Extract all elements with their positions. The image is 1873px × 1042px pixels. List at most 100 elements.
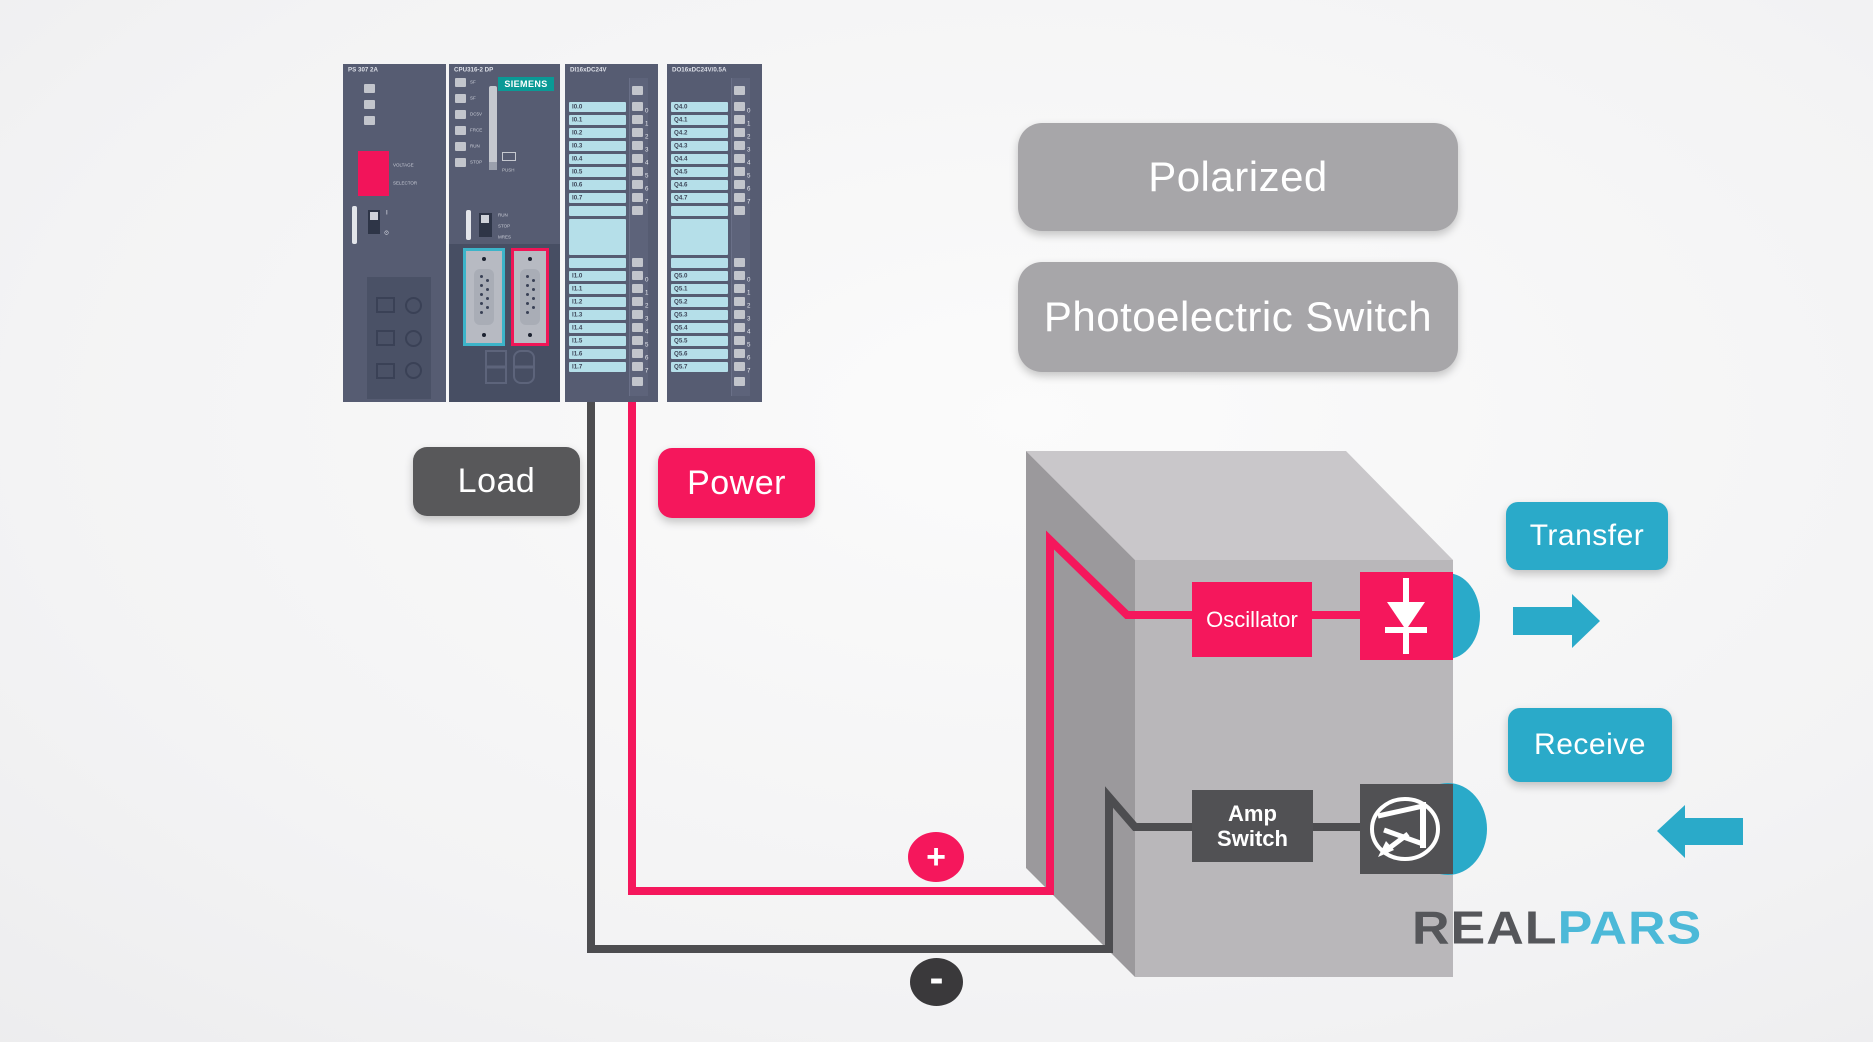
channel-led bbox=[632, 115, 643, 124]
channel-led bbox=[734, 115, 745, 124]
channel-led bbox=[734, 193, 745, 202]
arrow-right-icon bbox=[1513, 594, 1600, 648]
channel-led bbox=[734, 86, 745, 95]
channel-led bbox=[632, 297, 643, 306]
channel-led bbox=[734, 297, 745, 306]
logo-pars: PARS bbox=[1557, 901, 1703, 955]
cpu-led bbox=[455, 110, 466, 119]
channel-number: 6 bbox=[747, 354, 751, 362]
channel-led bbox=[632, 258, 643, 267]
channel-number: 6 bbox=[645, 354, 649, 362]
channel-number: 4 bbox=[645, 328, 649, 336]
channel-led bbox=[632, 141, 643, 150]
cpu-led bbox=[455, 142, 466, 151]
channel-number: 0 bbox=[747, 107, 751, 115]
io-terminal-label: I0.1 bbox=[569, 115, 626, 125]
siemens-logo: SIEMENS bbox=[498, 77, 554, 91]
io-terminal-label bbox=[569, 206, 626, 216]
cpu-led-label: DC5V bbox=[470, 111, 483, 117]
receiver-block bbox=[1360, 784, 1453, 874]
channel-number: 1 bbox=[747, 120, 751, 128]
channel-number: 5 bbox=[645, 341, 649, 349]
channel-led bbox=[632, 349, 643, 358]
load-wire bbox=[587, 402, 1196, 953]
io-terminal-label: I1.4 bbox=[569, 323, 626, 333]
channel-number: 5 bbox=[645, 172, 649, 180]
mode-label: RUN bbox=[498, 212, 508, 218]
io-terminal-label: Q5.2 bbox=[671, 297, 728, 307]
dsub-connector-pink bbox=[511, 248, 549, 346]
io-terminal-label: Q5.5 bbox=[671, 336, 728, 346]
io-terminal-label: Q4.4 bbox=[671, 154, 728, 164]
io-terminal-label: I0.6 bbox=[569, 180, 626, 190]
channel-led bbox=[632, 102, 643, 111]
plc-module-cpu: CPU316-2 DP SIEMENS SF SF DC5V FRCE RUN … bbox=[449, 64, 560, 402]
channel-led bbox=[734, 180, 745, 189]
channel-number: 0 bbox=[747, 276, 751, 284]
push-label: PUSH bbox=[502, 152, 527, 180]
io-terminal-label: Q4.0 bbox=[671, 102, 728, 112]
power-wire bbox=[628, 402, 1196, 895]
io-terminal-label: I0.4 bbox=[569, 154, 626, 164]
channel-led bbox=[632, 323, 643, 332]
io-terminal-label: I1.7 bbox=[569, 362, 626, 372]
arrow-left-icon bbox=[1657, 805, 1743, 858]
module-title: DO16xDC24V/0.5A bbox=[672, 66, 727, 74]
mode-label: MRES bbox=[498, 234, 512, 240]
channel-number: 2 bbox=[645, 133, 649, 141]
channel-number: 2 bbox=[747, 133, 751, 141]
channel-number: 5 bbox=[747, 341, 751, 349]
cpu-led bbox=[455, 126, 466, 135]
channel-number: 6 bbox=[645, 185, 649, 193]
status-led bbox=[364, 84, 375, 93]
io-terminal-label: I0.7 bbox=[569, 193, 626, 203]
channel-number: 0 bbox=[645, 276, 649, 284]
channel-led bbox=[734, 258, 745, 267]
mode-toggle-switch bbox=[479, 213, 492, 237]
channel-led bbox=[734, 141, 745, 150]
plus-node: + bbox=[908, 832, 964, 882]
cpu-led-label: STOP bbox=[470, 159, 483, 165]
channel-number: 2 bbox=[645, 302, 649, 310]
channel-led bbox=[734, 284, 745, 293]
terminal-block bbox=[367, 277, 431, 399]
io-terminal-label: Q4.1 bbox=[671, 115, 728, 125]
sensor-box-top-face bbox=[1026, 451, 1453, 560]
voltage-selector-block bbox=[358, 151, 389, 196]
status-led bbox=[364, 100, 375, 109]
channel-led bbox=[632, 128, 643, 137]
mode-selector-slot bbox=[489, 86, 497, 169]
push-icon bbox=[502, 152, 516, 161]
plc-assembly: PS 307 2A VOLTAGE SELECTOR I ⊙ CPU316-2 … bbox=[343, 64, 762, 402]
transfer-label: Transfer bbox=[1506, 502, 1668, 570]
io-terminal-label: Q4.6 bbox=[671, 180, 728, 190]
io-terminal-label: Q5.1 bbox=[671, 284, 728, 294]
io-terminal-label: I0.3 bbox=[569, 141, 626, 151]
display-outline bbox=[485, 350, 537, 386]
channel-number: 1 bbox=[645, 289, 649, 297]
channel-led bbox=[632, 310, 643, 319]
cpu-led-label: RUN bbox=[470, 143, 480, 149]
io-terminal-label bbox=[569, 219, 626, 255]
channel-number: 4 bbox=[645, 159, 649, 167]
channel-number: 3 bbox=[747, 146, 751, 154]
channel-number: 3 bbox=[645, 146, 649, 154]
channel-led bbox=[632, 154, 643, 163]
cpu-led bbox=[455, 94, 466, 103]
io-terminal-label: I1.3 bbox=[569, 310, 626, 320]
channel-led bbox=[632, 193, 643, 202]
channel-number: 4 bbox=[747, 159, 751, 167]
cpu-led-label: SF bbox=[470, 95, 476, 101]
channel-number: 5 bbox=[747, 172, 751, 180]
module-title: DI16xDC24V bbox=[570, 66, 607, 74]
io-terminal-label: I0.5 bbox=[569, 167, 626, 177]
io-terminal-label: I1.1 bbox=[569, 284, 626, 294]
channel-number: 7 bbox=[645, 198, 649, 206]
io-terminal-label bbox=[671, 258, 728, 268]
io-terminal-label: Q4.5 bbox=[671, 167, 728, 177]
mode-label: STOP bbox=[498, 223, 511, 229]
mode-slider bbox=[466, 210, 471, 240]
